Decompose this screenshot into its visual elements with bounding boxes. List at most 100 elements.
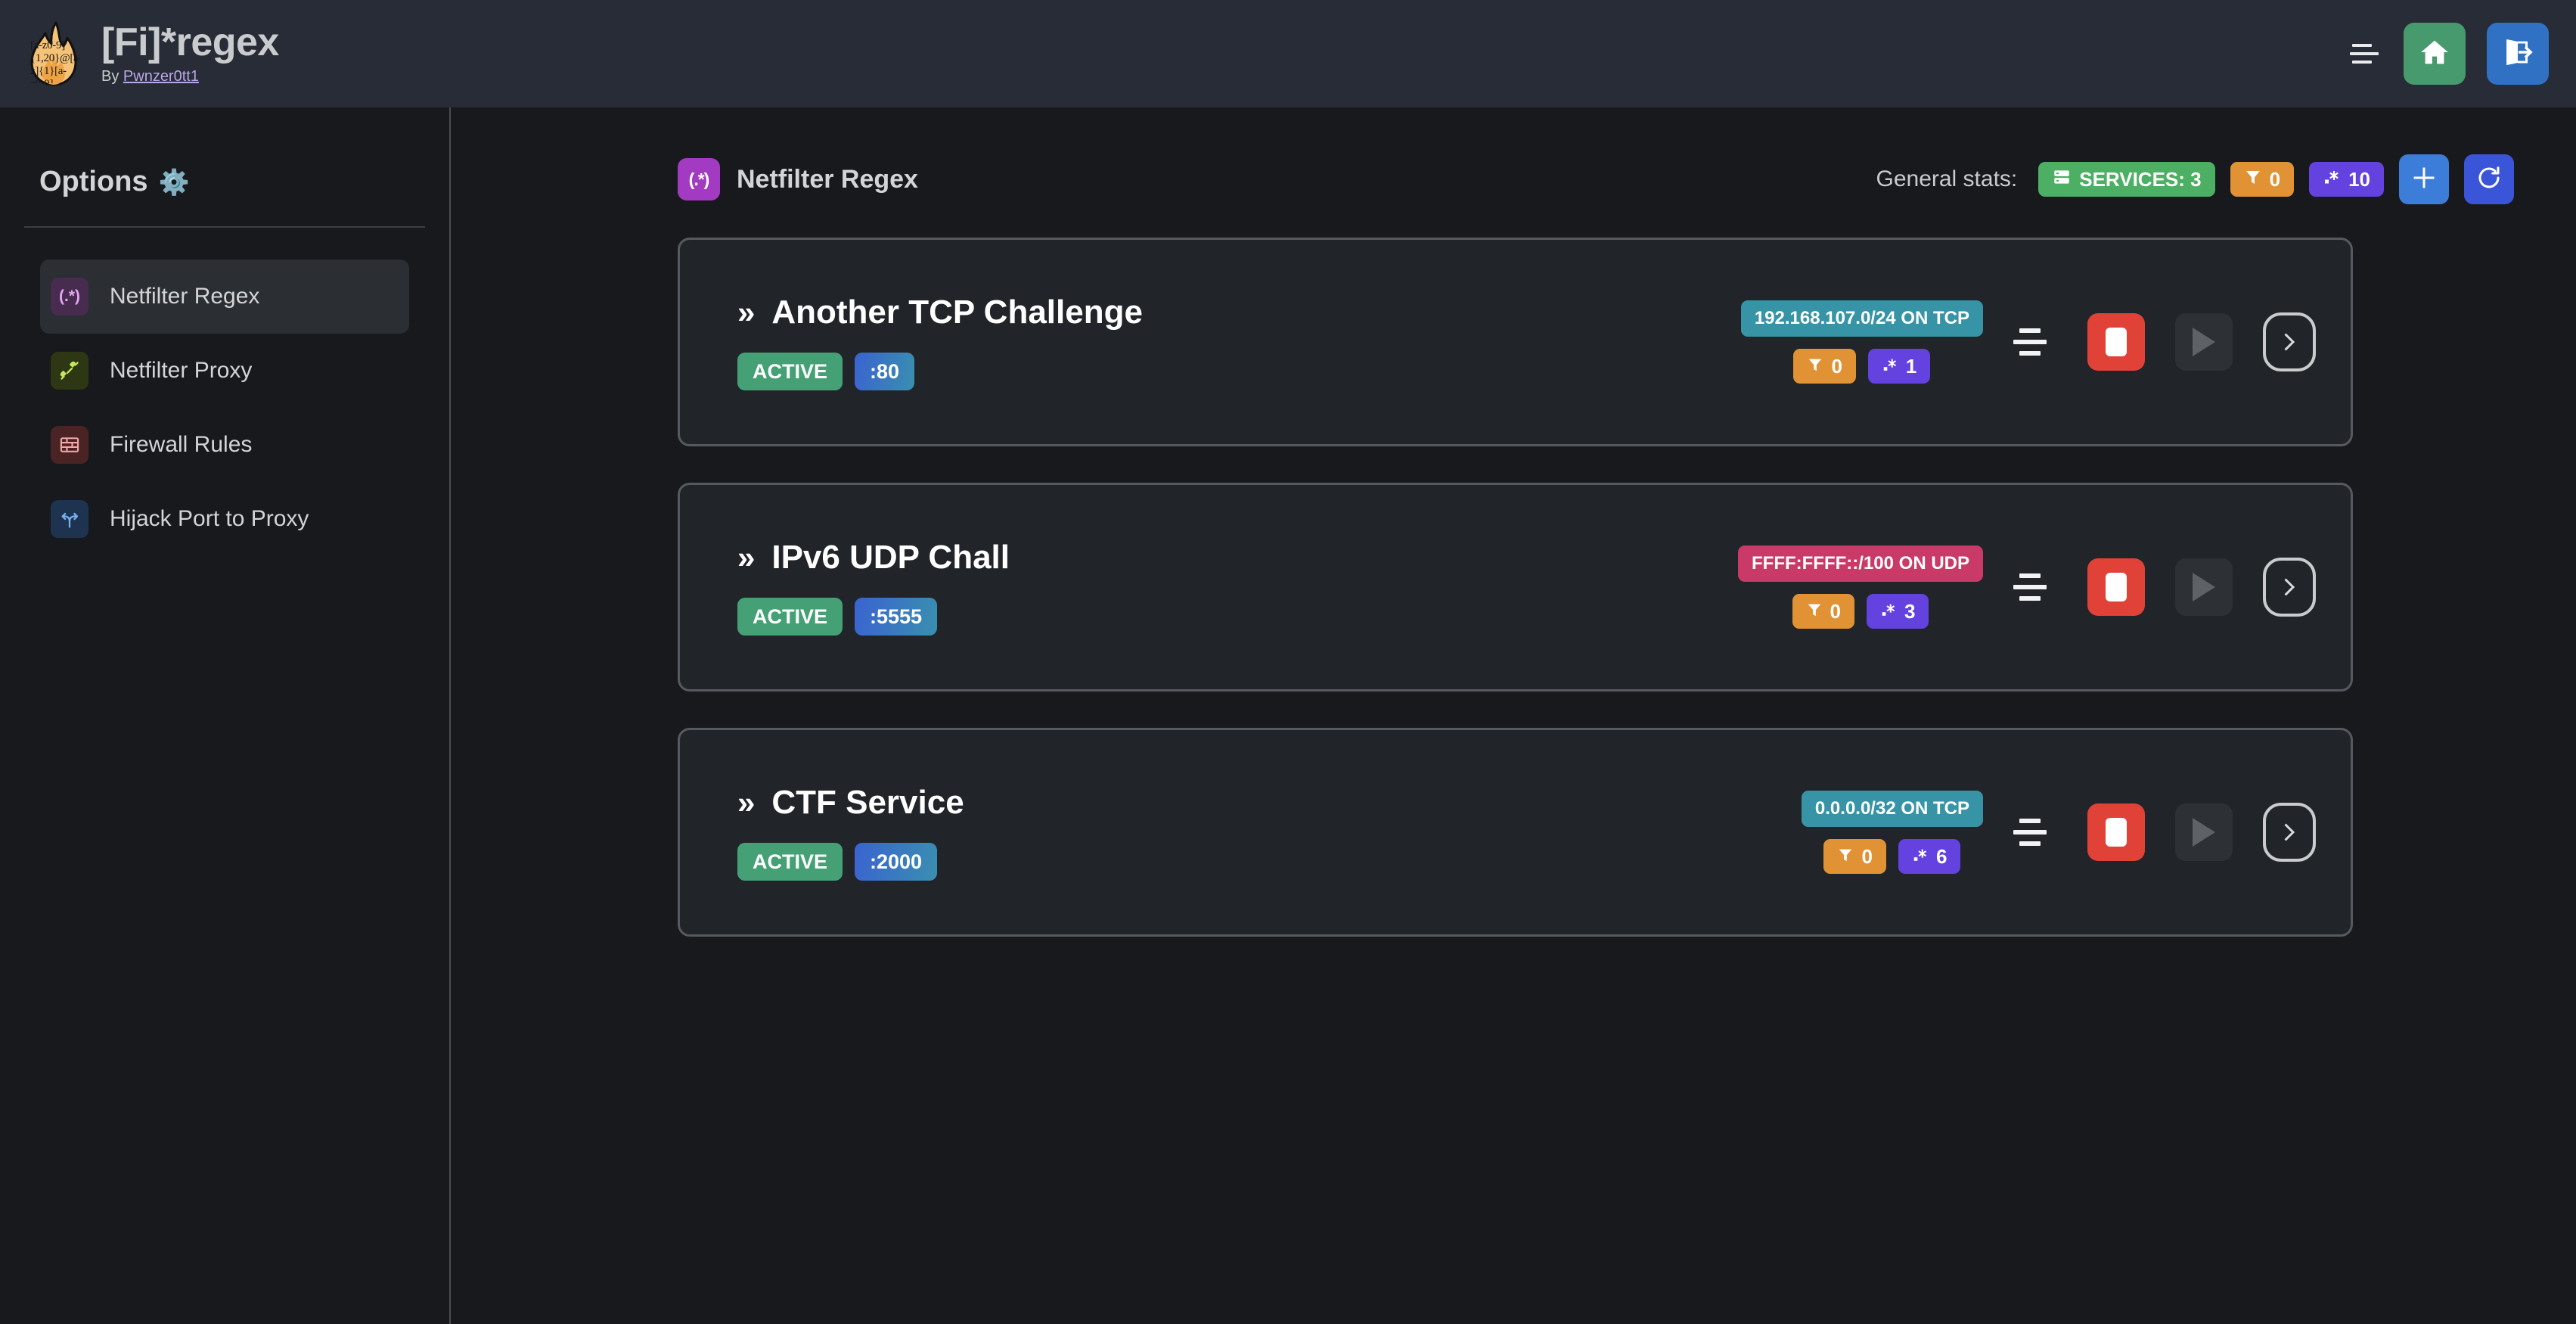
chevron-right-icon <box>2278 573 2301 601</box>
service-regexes-count: 6 <box>1935 844 1948 868</box>
service-info: » IPv6 UDP Chall ACTIVE :5555 <box>737 539 1010 636</box>
logout-button[interactable] <box>2487 23 2549 85</box>
fork-arrow-icon <box>51 500 88 538</box>
gear-icon: ⚙️ <box>158 168 190 196</box>
plug-icon <box>51 352 88 390</box>
services-count-badge: SERVICES: 3 <box>2038 162 2215 197</box>
filter-icon <box>2244 168 2262 191</box>
service-title: » CTF Service <box>737 784 964 822</box>
chevron-right-icon <box>2278 328 2301 356</box>
service-title: » IPv6 UDP Chall <box>737 539 1010 577</box>
open-service-button[interactable] <box>2263 803 2316 862</box>
sidebar: Options ⚙️ (.*) Netfilter Regex Netfilte… <box>0 107 451 1324</box>
service-filters-badge: 0 <box>1792 594 1854 629</box>
service-regexes-badge: 1 <box>1867 349 1931 384</box>
service-title: » Another TCP Challenge <box>737 294 1143 331</box>
header-actions <box>2346 23 2549 85</box>
sidebar-item-firewall-rules[interactable]: Firewall Rules <box>40 408 409 482</box>
network-badge: FFFF:FFFF::/100 ON UDP <box>1738 545 1983 582</box>
service-info: » CTF Service ACTIVE :2000 <box>737 784 964 881</box>
service-card[interactable]: » IPv6 UDP Chall ACTIVE :5555 FFFF:FFFF:… <box>678 483 2353 692</box>
play-button[interactable] <box>2175 803 2233 861</box>
service-title-label: Another TCP Challenge <box>771 294 1143 331</box>
open-service-button[interactable] <box>2263 312 2316 371</box>
sort-lines-icon[interactable] <box>2013 819 2054 846</box>
chevron-right-icon <box>2278 819 2301 846</box>
port-badge: :2000 <box>855 843 938 881</box>
logo-regex-text: [a-z0-9]{1,20}@[a-z]{1}[a-z0-9]{1,20}[a-… <box>30 39 80 83</box>
status-badge: ACTIVE <box>737 353 843 390</box>
double-chevron-right-icon: » <box>737 785 756 820</box>
service-title-label: IPv6 UDP Chall <box>771 539 1010 576</box>
plus-icon <box>2410 163 2438 196</box>
play-icon <box>2193 818 2215 847</box>
sidebar-nav: (.*) Netfilter Regex Netfilter Proxy <box>0 260 449 556</box>
port-badge: :5555 <box>855 598 938 636</box>
open-service-button[interactable] <box>2263 558 2316 617</box>
status-badge: ACTIVE <box>737 598 843 636</box>
home-button[interactable] <box>2404 23 2466 85</box>
regex-icon <box>2323 168 2341 191</box>
service-filters-count: 0 <box>1831 354 1842 378</box>
stop-icon <box>2106 818 2127 847</box>
sort-lines-icon[interactable] <box>2013 328 2054 356</box>
flame-regex-logo-icon: [a-z0-9]{1,20}@[a-z]{1}[a-z0-9]{1,20}[a-… <box>26 21 82 86</box>
main-content: (.*) Netfilter Regex General stats: SERV… <box>452 107 2576 1324</box>
server-icon <box>2052 167 2072 192</box>
regexes-count-label: 10 <box>2348 167 2370 191</box>
services-count-label: SERVICES: 3 <box>2079 167 2202 191</box>
stop-button[interactable] <box>2087 558 2145 616</box>
service-badges: ACTIVE :80 <box>737 353 1143 390</box>
sidebar-title-label: Options <box>39 166 148 197</box>
stop-icon <box>2106 573 2127 601</box>
sidebar-item-label: Netfilter Regex <box>110 284 260 309</box>
general-stats-label: General stats: <box>1876 166 2018 191</box>
service-list: » Another TCP Challenge ACTIVE :80 192.1… <box>678 238 2353 937</box>
filter-icon <box>1837 845 1854 869</box>
regex-icon <box>1880 600 1897 623</box>
content-header: (.*) Netfilter Regex General stats: SERV… <box>452 154 2576 204</box>
sidebar-item-hijack-port-to-proxy[interactable]: Hijack Port to Proxy <box>40 482 409 556</box>
service-actions: 0.0.0.0/32 ON TCP 0 <box>1801 791 2316 874</box>
regexes-count-badge: 10 <box>2309 162 2384 197</box>
app-byline: By Pwnzer0tt1 <box>101 68 279 85</box>
brand: [a-z0-9]{1,20}@[a-z]{1}[a-z0-9]{1,20}[a-… <box>26 21 279 86</box>
play-button[interactable] <box>2175 313 2233 371</box>
service-card[interactable]: » CTF Service ACTIVE :2000 0.0.0.0/32 ON… <box>678 728 2353 937</box>
play-button[interactable] <box>2175 558 2233 616</box>
add-service-button[interactable] <box>2399 154 2449 204</box>
stop-button[interactable] <box>2087 313 2145 371</box>
service-card[interactable]: » Another TCP Challenge ACTIVE :80 192.1… <box>678 238 2353 446</box>
service-info: » Another TCP Challenge ACTIVE :80 <box>737 294 1143 390</box>
top-header-bar: [a-z0-9]{1,20}@[a-z]{1}[a-z0-9]{1,20}[a-… <box>0 0 2576 107</box>
service-regexes-badge: 6 <box>1898 839 1961 874</box>
filter-icon <box>1806 600 1823 623</box>
regex-icon: (.*) <box>51 278 88 315</box>
service-title-label: CTF Service <box>771 784 964 821</box>
stop-button[interactable] <box>2087 803 2145 861</box>
network-badge: 0.0.0.0/32 ON TCP <box>1801 791 1983 827</box>
filters-count-badge: 0 <box>2230 162 2295 197</box>
service-network-stats: 192.168.107.0/24 ON TCP 0 <box>1740 300 1983 384</box>
general-stats: General stats: SERVICES: 3 0 <box>1876 154 2514 204</box>
double-chevron-right-icon: » <box>737 294 756 330</box>
service-filters-count: 0 <box>1861 844 1873 868</box>
service-network-stats: FFFF:FFFF::/100 ON UDP 0 <box>1738 545 1983 629</box>
play-icon <box>2193 573 2215 601</box>
sort-lines-icon[interactable] <box>2013 573 2054 601</box>
sidebar-item-netfilter-regex[interactable]: (.*) Netfilter Regex <box>40 260 409 334</box>
play-icon <box>2193 328 2215 356</box>
filters-count-label: 0 <box>2269 167 2281 191</box>
refresh-button[interactable] <box>2464 154 2514 204</box>
sidebar-item-label: Netfilter Proxy <box>110 358 253 383</box>
app-title: [Fi]*regex <box>101 20 279 65</box>
service-filters-badge: 0 <box>1793 349 1856 384</box>
logout-icon <box>2502 36 2534 72</box>
network-badge: 192.168.107.0/24 ON TCP <box>1740 300 1983 337</box>
author-link[interactable]: Pwnzer0tt1 <box>123 67 199 85</box>
service-network-stats: 0.0.0.0/32 ON TCP 0 <box>1801 791 1983 874</box>
sidebar-item-netfilter-proxy[interactable]: Netfilter Proxy <box>40 334 409 408</box>
hamburger-menu-icon[interactable] <box>2346 39 2382 69</box>
by-label: By <box>101 67 119 85</box>
service-filters-count: 0 <box>1830 599 1841 623</box>
